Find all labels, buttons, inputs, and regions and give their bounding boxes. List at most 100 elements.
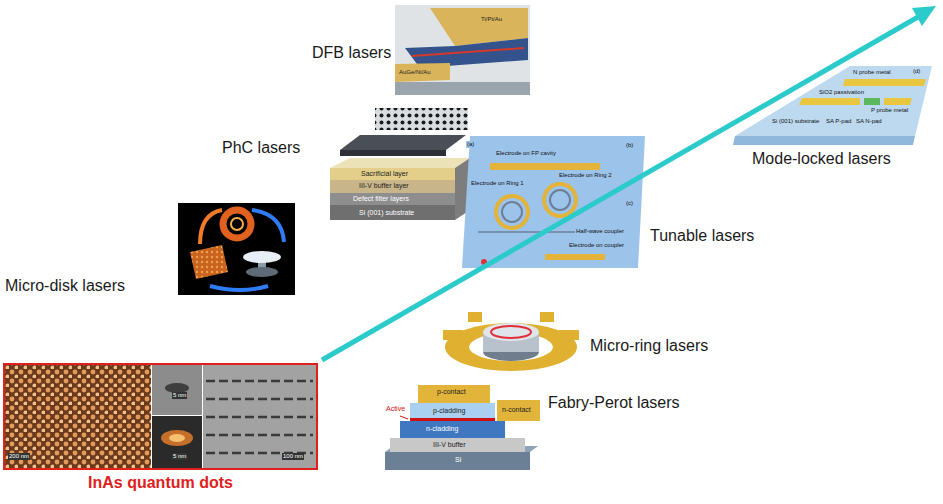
- part-label: III-V buffer: [432, 441, 467, 449]
- part-label: (c): [625, 200, 634, 207]
- quantum-dot-micrographs: [206, 416, 313, 419]
- quantum-dot-micrographs: [206, 398, 313, 401]
- quantum-dot-micrographs: [206, 380, 313, 383]
- fabry-perot-illustration: [497, 400, 540, 421]
- part-label: N probe metal: [852, 69, 892, 76]
- micro-disk-illustration: [243, 251, 281, 263]
- part-label: Electrode on Ring 1: [470, 180, 525, 187]
- laser-type-label: Mode-locked lasers: [752, 150, 891, 168]
- dfb-illustration: [395, 5, 530, 95]
- photonic-crystal-illustration: [375, 108, 468, 130]
- tunable-laser-illustration: [550, 190, 570, 210]
- mode-locked-laser-illustration: [843, 79, 926, 86]
- laser-type-label: Micro-disk lasers: [5, 277, 125, 295]
- micro-disk-illustration: [178, 203, 295, 295]
- part-label: Si (001) substrate: [771, 118, 820, 125]
- mode-locked-laser-illustration: [864, 98, 880, 105]
- part-label: AuGe/Ni/Au: [398, 69, 432, 76]
- dfb-illustration: [412, 48, 524, 56]
- photonic-crystal-illustration: [330, 180, 455, 193]
- part-label: Ti/Pt/Au: [480, 16, 503, 23]
- part-label: Electrode on FP cavity: [495, 150, 557, 157]
- photonic-crystal-illustration: [330, 205, 455, 220]
- micro-ring-illustration: [468, 312, 482, 322]
- tunable-laser-illustration: [496, 196, 528, 228]
- tunable-laser-illustration: [462, 136, 645, 268]
- micro-disk-illustration: [223, 210, 251, 238]
- quantum-dot-micrographs: [161, 430, 193, 446]
- laser-type-label: Fabry-Perot lasers: [548, 394, 680, 412]
- micro-ring-illustration: [443, 312, 579, 371]
- part-label: (a): [466, 141, 475, 148]
- scale-label: 5 nm: [172, 453, 187, 460]
- tunable-laser-illustration: [462, 136, 645, 268]
- part-label: n-contact: [501, 406, 532, 414]
- scale-label: 100 nm: [282, 453, 304, 460]
- part-label: Defect filter layers: [352, 195, 410, 203]
- micro-ring-illustration: [483, 323, 539, 341]
- tunable-laser-illustration: [490, 163, 600, 170]
- part-label: Si (001) substrate: [358, 209, 415, 217]
- fabry-perot-illustration: [385, 385, 540, 470]
- fabry-perot-illustration: [385, 452, 530, 470]
- laser-type-label: Micro-ring lasers: [590, 337, 708, 355]
- part-label: III-V buffer layer: [358, 182, 410, 190]
- micro-disk-illustration: [231, 218, 243, 230]
- part-label: Sacrificial layer: [360, 170, 409, 178]
- laser-type-label: DFB lasers: [312, 44, 391, 62]
- laser-type-label: PhC lasers: [222, 139, 300, 157]
- tunable-laser-illustration: [545, 254, 605, 260]
- photonic-crystal-illustration: [340, 135, 466, 150]
- part-label: Electrode on Ring 2: [558, 172, 613, 179]
- photonic-crystal-illustration: [330, 158, 470, 168]
- mode-locked-laser-illustration: [733, 136, 915, 145]
- micro-disk-illustration: [246, 267, 278, 277]
- micro-ring-illustration: [540, 312, 554, 322]
- mode-locked-laser-illustration: [735, 66, 932, 136]
- trend-arrow: [322, 6, 936, 360]
- photonic-crystal-illustration: [330, 168, 455, 180]
- photonic-crystal-illustration: [330, 193, 455, 205]
- micro-ring-illustration: [491, 326, 531, 338]
- quantum-dot-micrographs: [152, 416, 202, 468]
- photonic-crystal-illustration: [330, 108, 470, 220]
- fabry-perot-illustration: [410, 418, 495, 421]
- part-label: Electrode on coupler: [568, 242, 625, 249]
- part-label: P probe metal: [870, 107, 909, 114]
- fabry-perot-illustration: [418, 385, 490, 403]
- photonic-crystal-illustration: [340, 150, 446, 156]
- quantum-dot-micrographs: [169, 434, 185, 442]
- part-label: (b): [625, 142, 634, 149]
- part-label: Half-wave coupler: [575, 228, 625, 235]
- dfb-illustration: [395, 63, 450, 82]
- part-label: n-cladding: [425, 425, 459, 433]
- caption: InAs quantum dots: [5, 474, 316, 492]
- micro-ring-illustration: [445, 323, 577, 371]
- tunable-laser-illustration: [502, 202, 522, 222]
- micrograph-frame: InAs quantum dots200 nm5 nm5 nm100 nm: [3, 363, 318, 470]
- part-label: SiO2 passivation: [818, 89, 865, 96]
- micro-disk-illustration: [252, 210, 284, 242]
- dfb-illustration: [395, 82, 530, 95]
- mode-locked-laser-illustration: [884, 98, 912, 105]
- quantum-dot-micrographs: [152, 365, 202, 415]
- fabry-perot-illustration: [390, 438, 525, 452]
- scale-label: 5 nm: [172, 392, 187, 399]
- quantum-dot-micrographs: [206, 434, 313, 437]
- part-label: p-cladding: [432, 407, 466, 415]
- part-label: SA N-pad: [855, 118, 883, 125]
- tunable-laser-illustration: [544, 184, 576, 216]
- fabry-perot-illustration: [410, 403, 495, 419]
- micro-disk-illustration: [210, 286, 268, 290]
- fabry-perot-illustration: [400, 421, 505, 438]
- part-label: Active: [386, 405, 405, 413]
- laser-type-label: Tunable lasers: [650, 227, 754, 245]
- mode-locked-laser-illustration: [799, 98, 860, 105]
- trend-arrow: [322, 17, 918, 360]
- part-label: Si: [454, 456, 462, 464]
- part-label: p-contact: [436, 388, 467, 396]
- part-label: SA P-pad: [825, 118, 852, 125]
- quantum-dot-micrographs: [5, 365, 151, 468]
